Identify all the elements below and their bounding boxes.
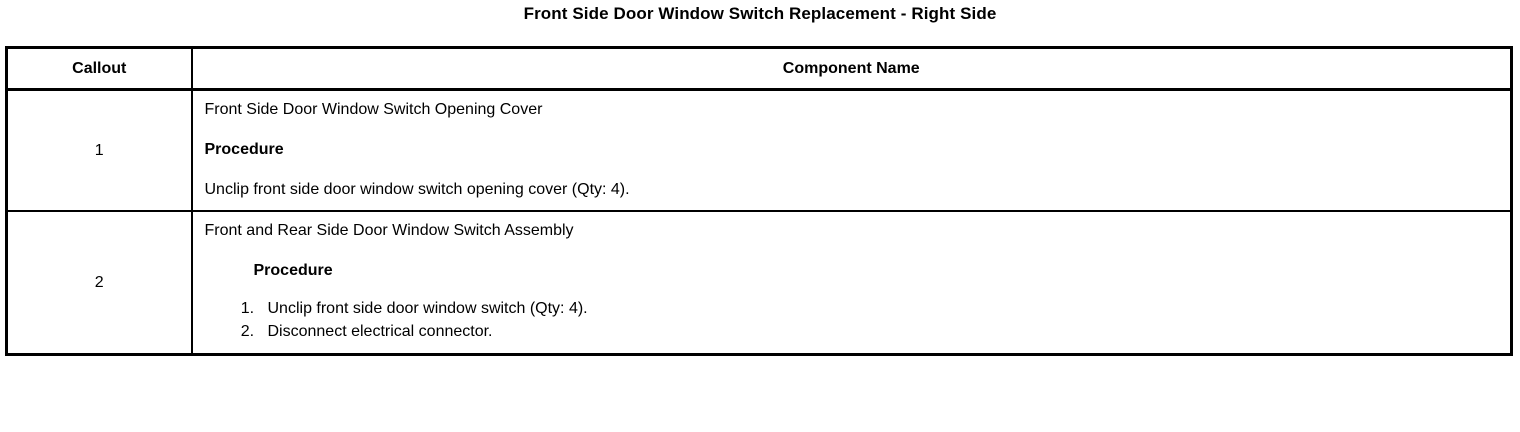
procedure-step-list: Unclip front side door window switch (Qt… (205, 297, 1501, 343)
component-title: Front Side Door Window Switch Opening Co… (204, 101, 543, 118)
page-title: Front Side Door Window Switch Replacemen… (523, 4, 997, 23)
table-row: 2 Front and Rear Side Door Window Switch… (6, 210, 1512, 355)
procedure-heading: Procedure (253, 262, 333, 279)
table-row: 1 Front Side Door Window Switch Opening … (6, 89, 1512, 212)
spacer (205, 281, 1501, 297)
callout-number: 1 (6, 89, 193, 211)
spacer (205, 241, 1501, 260)
table-header-row: Callout Component Name (6, 47, 1512, 91)
column-header-component-name: Component Name (191, 47, 1512, 91)
procedure-text: Unclip front side door window switch ope… (204, 181, 630, 198)
list-item: Disconnect electrical connector. (259, 320, 1501, 343)
callout-number: 2 (6, 210, 193, 355)
table-body: 1 Front Side Door Window Switch Opening … (6, 89, 1512, 355)
procedure-heading: Procedure (204, 141, 284, 158)
table-header: Callout Component Name (6, 47, 1512, 91)
list-item: Unclip front side door window switch (Qt… (259, 297, 1501, 320)
column-header-callout: Callout (6, 47, 193, 91)
procedure-table: Callout Component Name 1 Front Side Door… (5, 46, 1513, 356)
component-title: Front and Rear Side Door Window Switch A… (204, 222, 574, 239)
component-cell: Front Side Door Window Switch Opening Co… (192, 90, 1512, 212)
component-cell: Front and Rear Side Door Window Switch A… (191, 210, 1512, 355)
spacer (205, 120, 1501, 139)
spacer (205, 160, 1501, 179)
